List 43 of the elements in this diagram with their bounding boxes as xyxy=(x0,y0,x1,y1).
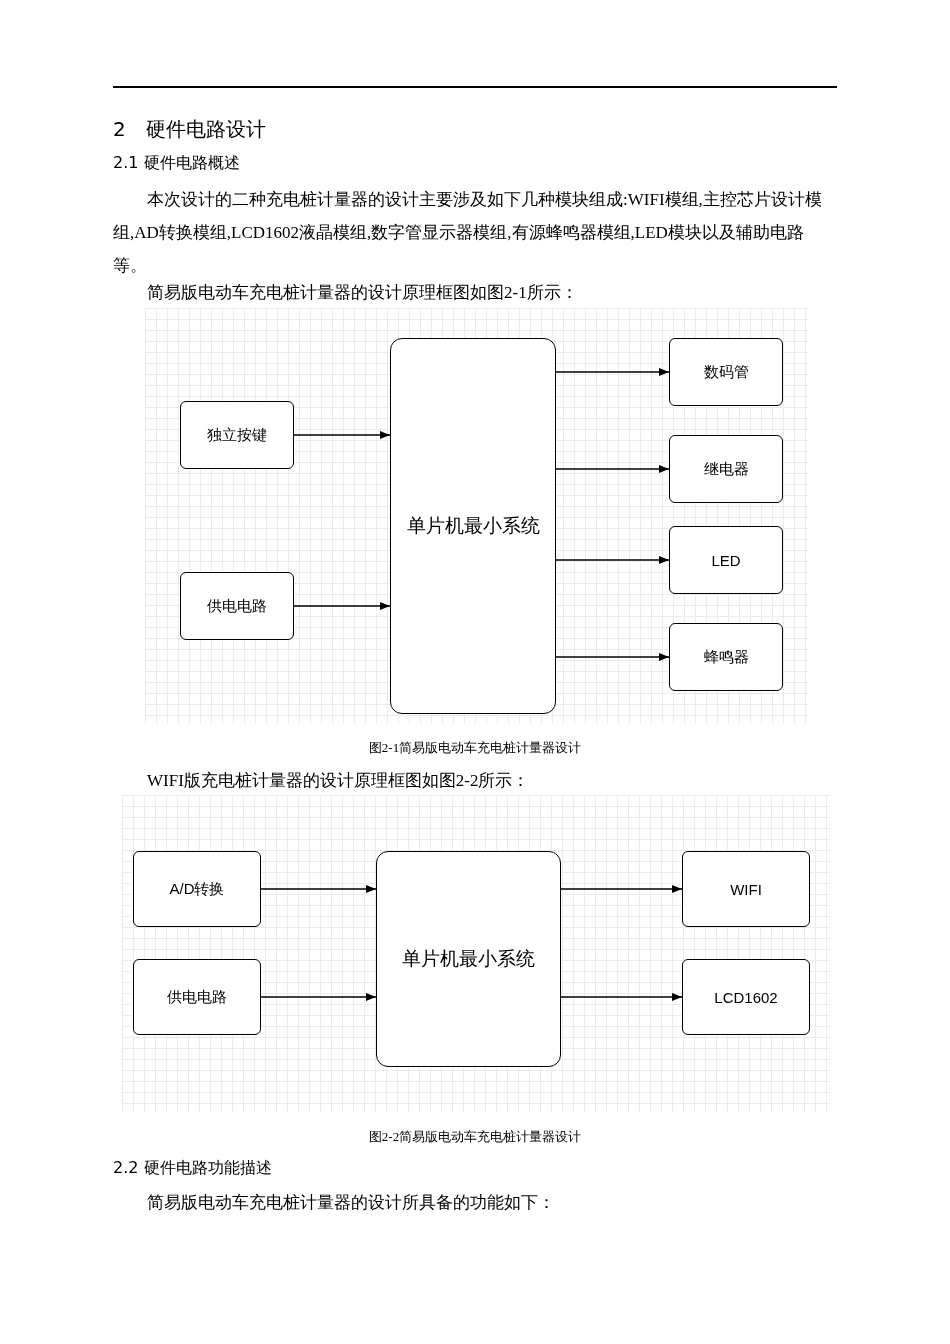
arrow xyxy=(555,652,670,662)
box-label: 数码管 xyxy=(703,362,749,382)
controller-box xyxy=(390,338,556,714)
module-box xyxy=(669,435,783,503)
module-box xyxy=(133,959,261,1035)
paragraph: WIFI版充电桩计量器的设计原理框图如图2-2所示： xyxy=(146,770,531,792)
section-heading: 2 硬件电路设计 xyxy=(113,116,267,142)
module-box xyxy=(180,572,294,640)
controller-box xyxy=(376,851,561,1067)
arrow xyxy=(555,555,670,565)
box-label: WIFI xyxy=(730,880,762,898)
arrow xyxy=(555,464,670,474)
box-label: 蜂鸣器 xyxy=(703,647,749,667)
subsection-heading: 2.1 硬件电路概述 xyxy=(113,152,241,174)
subsection-heading: 2.2 硬件电路功能描述 xyxy=(113,1157,273,1179)
box-label: A/D转换 xyxy=(169,879,225,899)
arrow xyxy=(560,992,683,1002)
box-label: 单片机最小系统 xyxy=(402,947,535,971)
module-box xyxy=(682,851,810,927)
module-box xyxy=(180,401,294,469)
box-label: 独立按键 xyxy=(207,425,267,445)
module-box xyxy=(682,959,810,1035)
paragraph: 本次设计的二种充电桩计量器的设计主要涉及如下几种模块组成:WIFI模组,主控芯片设计模组,AD转换模组,LCD1602液晶模组,数字管显示器模组,有源蜂鸣器模组,LED模块以及辅助电路等。 xyxy=(113,189,823,277)
paragraph: 简易版电动车充电桩计量器的设计所具备的功能如下： xyxy=(146,1192,556,1214)
arrow xyxy=(260,992,377,1002)
box-label: 单片机最小系统 xyxy=(406,514,540,538)
arrow xyxy=(293,601,391,611)
module-box xyxy=(669,338,783,406)
figure-caption: 图2-2简易版电动车充电桩计量器设计 xyxy=(367,1128,583,1146)
arrow xyxy=(260,884,377,894)
arrow xyxy=(293,430,391,440)
box-label: LCD1602 xyxy=(714,988,778,1006)
module-box xyxy=(669,526,783,594)
module-box xyxy=(133,851,261,927)
arrow xyxy=(555,367,670,377)
paragraph: 简易版电动车充电桩计量器的设计原理框图如图2-1所示： xyxy=(146,282,579,304)
box-label: 继电器 xyxy=(703,459,749,479)
figure-caption: 图2-1简易版电动车充电桩计量器设计 xyxy=(367,739,583,757)
module-box xyxy=(669,623,783,691)
box-label: 供电电路 xyxy=(207,596,267,616)
box-label: LED xyxy=(711,551,741,569)
box-label: 供电电路 xyxy=(167,987,227,1007)
arrow xyxy=(560,884,683,894)
